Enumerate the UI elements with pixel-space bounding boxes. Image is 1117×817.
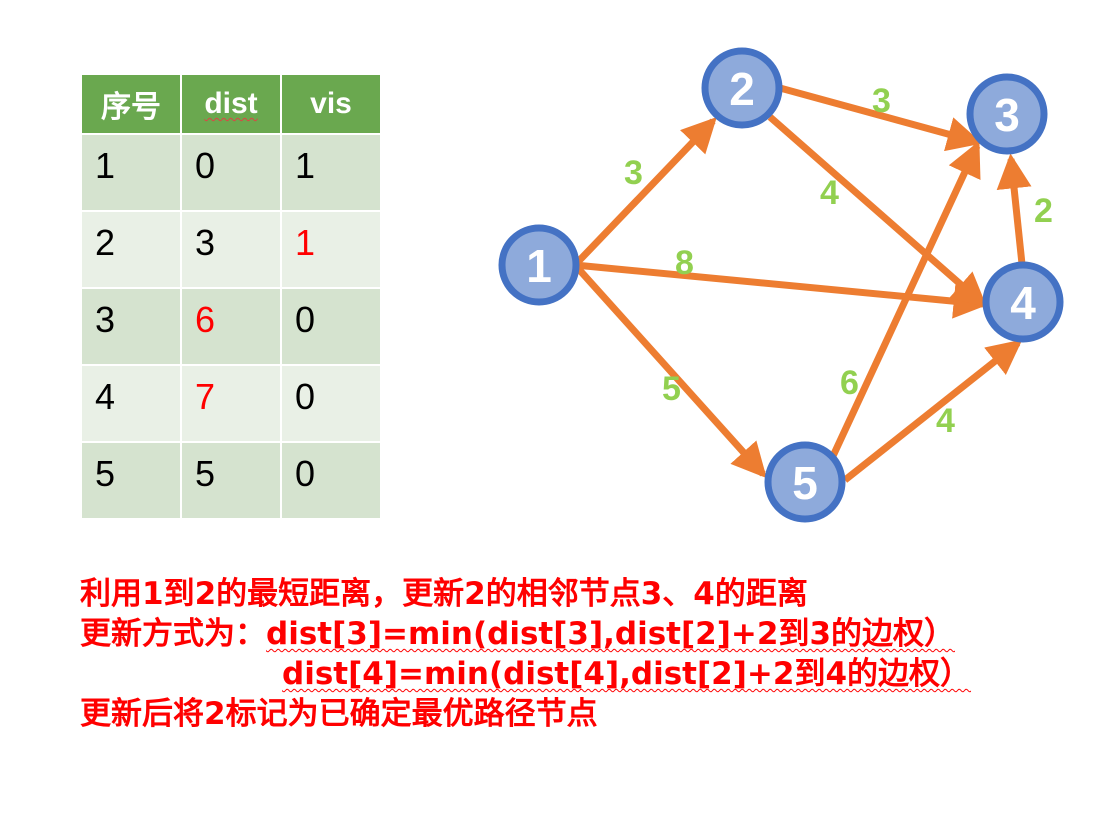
edge-4-3 <box>996 153 1032 265</box>
explanation-text: 利用1到2的最短距离，更新2的相邻节点3、4的距离 更新方式为：dist[3]=… <box>80 574 971 734</box>
cell-dist: 0 <box>180 133 282 212</box>
table-row: 3 6 0 <box>80 287 382 366</box>
cell-id: 3 <box>80 287 182 366</box>
edge-2-4 <box>767 114 988 308</box>
explanation-line-1: 利用1到2的最短距离，更新2的相邻节点3、4的距离 <box>80 576 808 612</box>
node-4: 4 <box>982 261 1064 343</box>
table-row: 4 7 0 <box>80 364 382 443</box>
cell-id: 5 <box>80 441 182 520</box>
edge-2-3 <box>779 84 983 152</box>
node-5: 5 <box>764 441 846 523</box>
edge-1-2 <box>572 116 717 268</box>
cell-vis: 1 <box>280 133 382 212</box>
weight-5-4: 4 <box>936 402 955 440</box>
explanation-line-4: 更新后将2标记为已确定最优路径节点 <box>80 696 598 732</box>
weight-4-3: 2 <box>1034 192 1053 230</box>
edge-weights: 3 8 5 3 4 2 6 4 <box>624 82 1053 440</box>
svg-text:3: 3 <box>994 89 1020 141</box>
node-3: 3 <box>966 73 1048 155</box>
cell-dist: 7 <box>180 364 282 443</box>
cell-vis: 0 <box>280 364 382 443</box>
svg-text:5: 5 <box>792 457 818 509</box>
table-row: 5 5 0 <box>80 441 382 520</box>
svg-text:2: 2 <box>729 63 755 115</box>
cell-id: 1 <box>80 133 182 212</box>
weight-2-4: 4 <box>820 174 839 212</box>
cell-dist: 3 <box>180 210 282 289</box>
weight-2-3: 3 <box>872 82 891 120</box>
table-row: 2 3 1 <box>80 210 382 289</box>
cell-id: 2 <box>80 210 182 289</box>
explanation-line-3: dist[4]=min(dist[4],dist[2]+2到4的边权） <box>80 654 971 694</box>
node-1: 1 <box>498 224 580 306</box>
explanation-line-2: 更新方式为：dist[3]=min(dist[3],dist[2]+2到3的边权… <box>80 614 971 654</box>
cell-dist: 5 <box>180 441 282 520</box>
cell-vis: 1 <box>280 210 382 289</box>
svg-text:1: 1 <box>526 240 552 292</box>
update-method-label: 更新方式为： <box>80 616 266 652</box>
update-formula-3: dist[3]=min(dist[3],dist[2]+2到3的边权） <box>266 616 956 652</box>
cell-vis: 0 <box>280 441 382 520</box>
weight-1-2: 3 <box>624 154 643 192</box>
edges <box>572 84 1032 483</box>
header-vis: vis <box>280 73 382 135</box>
svg-text:4: 4 <box>1010 277 1036 329</box>
node-2: 2 <box>701 47 783 129</box>
table-header-row: 序号 dist vis <box>80 73 382 135</box>
dist-table: 序号 dist vis 1 0 1 2 3 1 3 6 0 4 7 0 5 5 … <box>80 73 382 520</box>
cell-dist: 6 <box>180 287 282 366</box>
update-formula-4: dist[4]=min(dist[4],dist[2]+2到4的边权） <box>282 656 972 692</box>
cell-vis: 0 <box>280 287 382 366</box>
table-row: 1 0 1 <box>80 133 382 212</box>
header-index: 序号 <box>80 73 182 135</box>
edge-1-4 <box>574 261 989 319</box>
edge-5-4 <box>842 339 1023 483</box>
header-dist: dist <box>180 73 282 135</box>
nodes: 1 2 3 4 5 <box>498 47 1064 523</box>
weight-1-4: 8 <box>675 244 694 282</box>
cell-id: 4 <box>80 364 182 443</box>
edge-5-3 <box>829 140 981 458</box>
weight-5-3: 6 <box>840 364 859 402</box>
weight-1-5: 5 <box>662 370 681 408</box>
edge-1-5 <box>572 262 767 479</box>
